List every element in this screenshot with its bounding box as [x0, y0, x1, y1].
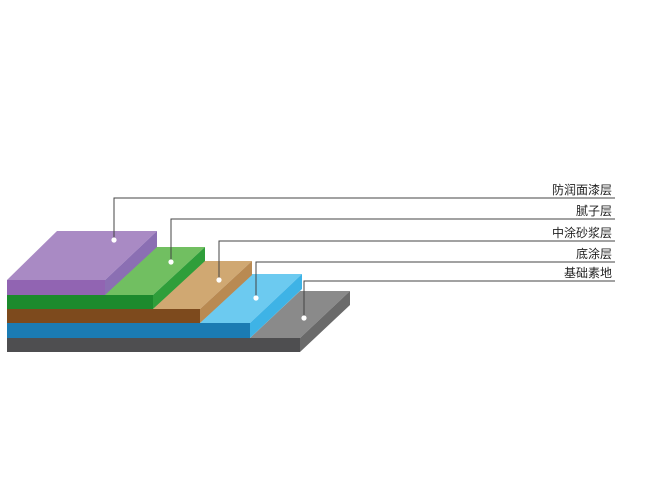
marker-dot-mortar — [216, 277, 222, 283]
leader-lines — [113, 197, 615, 318]
layer-primer-front — [7, 323, 250, 338]
layer-base-front — [7, 338, 300, 352]
layer-primer — [7, 274, 302, 338]
label-topcoat: 防润面漆层 — [552, 182, 612, 197]
label-primer: 底涂层 — [576, 246, 612, 261]
label-mortar: 中涂砂浆层 — [552, 225, 612, 240]
layer-mortar-side — [200, 261, 252, 323]
layer-mortar-front — [7, 309, 200, 323]
layer-topcoat-front — [7, 280, 105, 295]
leader-line-base — [303, 280, 615, 318]
layer-mortar-top — [153, 261, 252, 309]
layer-putty-side — [153, 247, 205, 309]
leader-line-primer — [255, 261, 615, 298]
leader-line-mortar — [218, 240, 615, 280]
marker-dot-primer — [253, 295, 259, 301]
marker-dot-topcoat — [111, 237, 117, 243]
layer-mortar — [7, 261, 252, 323]
marker-dot-base — [301, 315, 307, 321]
layer-topcoat-top — [7, 231, 157, 280]
layer-base-top — [250, 291, 350, 338]
layer-primer-side — [250, 274, 302, 338]
layer-putty-front — [7, 295, 153, 309]
label-base: 基础素地 — [564, 266, 612, 280]
layer-topcoat-side — [105, 231, 157, 295]
layer-base-side — [300, 291, 350, 352]
marker-dot-putty — [168, 259, 174, 265]
layer-putty — [7, 247, 205, 309]
layer-topcoat — [7, 231, 157, 295]
marker-dots — [111, 237, 307, 321]
leader-line-topcoat — [113, 197, 615, 240]
layer-labels: 防润面漆层 腻子层 中涂砂浆层 底涂层 基础素地 — [552, 182, 612, 280]
layer-base — [7, 291, 350, 352]
leader-line-putty — [170, 218, 615, 262]
label-putty: 腻子层 — [576, 204, 612, 218]
layer-putty-top — [104, 247, 205, 295]
layer-primer-top — [200, 274, 302, 323]
